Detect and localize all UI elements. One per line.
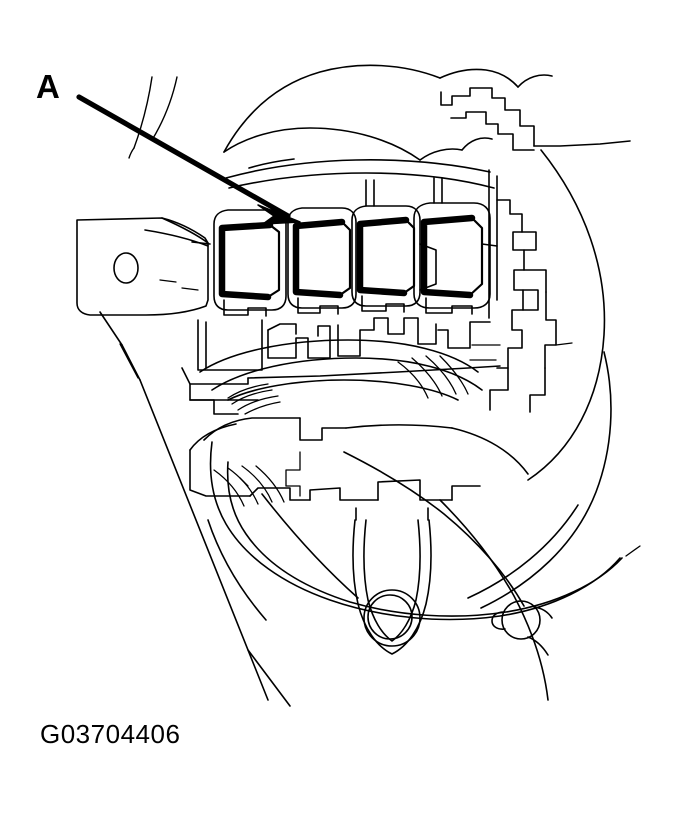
ignition-coil-number-1 bbox=[191, 209, 287, 317]
fitting-body bbox=[501, 600, 541, 640]
drawing-linework bbox=[76, 64, 641, 707]
bolt-boss-inner bbox=[367, 594, 413, 640]
shading-hatch-lines bbox=[213, 355, 469, 507]
intake-manifold-curve bbox=[189, 339, 483, 401]
valve-cover-top-edges bbox=[223, 64, 553, 161]
cylinder-block-detail bbox=[181, 317, 501, 415]
bolt-hole-bracket bbox=[352, 507, 432, 655]
lower-housing bbox=[189, 417, 529, 501]
round-fitting bbox=[491, 600, 553, 656]
figure-caption: G03704406 bbox=[40, 719, 181, 749]
ignition-coil-number-4 bbox=[413, 202, 498, 315]
callout-label-a: A bbox=[36, 68, 60, 105]
right-side-rail bbox=[489, 199, 557, 413]
bracket-diagonal-edge bbox=[121, 344, 291, 707]
hose-strands-top-left bbox=[128, 76, 178, 159]
head-right-stepped-profile bbox=[440, 87, 631, 319]
bracket-hole bbox=[113, 252, 139, 284]
mounting-bracket-left bbox=[76, 217, 209, 346]
bolt-boss-outer bbox=[363, 589, 421, 647]
arrowhead-icon bbox=[257, 204, 301, 225]
misc-structure-lines bbox=[119, 279, 641, 557]
coil-connector-stubs bbox=[365, 177, 443, 207]
callout-leader-a bbox=[76, 94, 301, 225]
ignition-coil-number-3 bbox=[351, 205, 437, 313]
cylinder-head-top-surface bbox=[225, 158, 495, 189]
ignition-coil-number-2 bbox=[287, 207, 357, 315]
engine-body-outer-contour bbox=[467, 149, 612, 609]
lower-sweeping-contours bbox=[207, 441, 623, 701]
